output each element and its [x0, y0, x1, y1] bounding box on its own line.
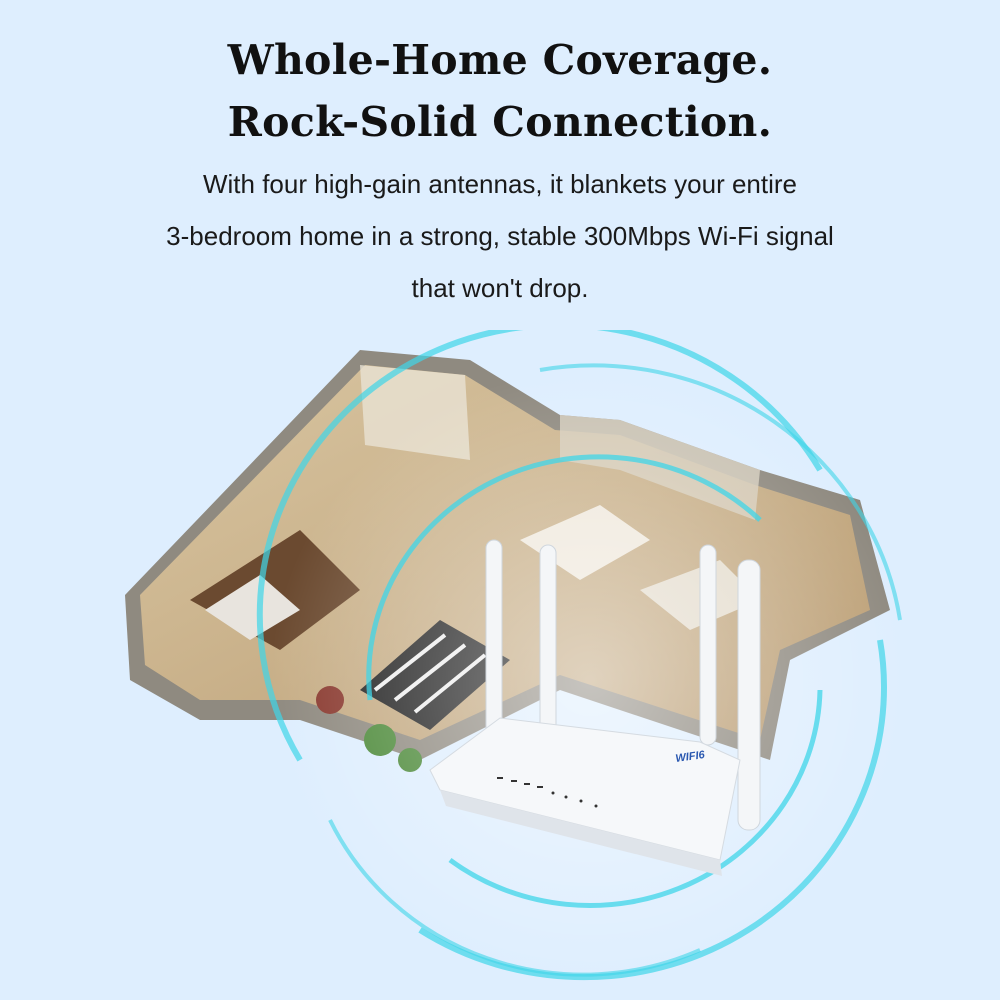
description-line-1: With four high-gain antennas, it blanket… — [202, 169, 797, 199]
wifi-router: WIFI6 — [429, 539, 761, 876]
description: With four high-gain antennas, it blanket… — [0, 158, 1000, 314]
home-coverage-illustration: WIFI6 — [125, 330, 910, 990]
headline-line-1: Whole-Home Coverage. — [227, 36, 773, 84]
description-line-3: that won't drop. — [411, 273, 589, 303]
router-antenna — [737, 559, 761, 831]
router-logo: WIFI6 — [675, 749, 707, 765]
router-antenna — [699, 544, 717, 746]
wifi-signal-rings — [256, 330, 910, 990]
router-antenna — [485, 539, 503, 741]
router-antenna — [539, 544, 557, 736]
headline-line-2: Rock-Solid Connection. — [227, 98, 773, 146]
description-line-2: 3-bedroom home in a strong, stable 300Mb… — [166, 221, 834, 251]
